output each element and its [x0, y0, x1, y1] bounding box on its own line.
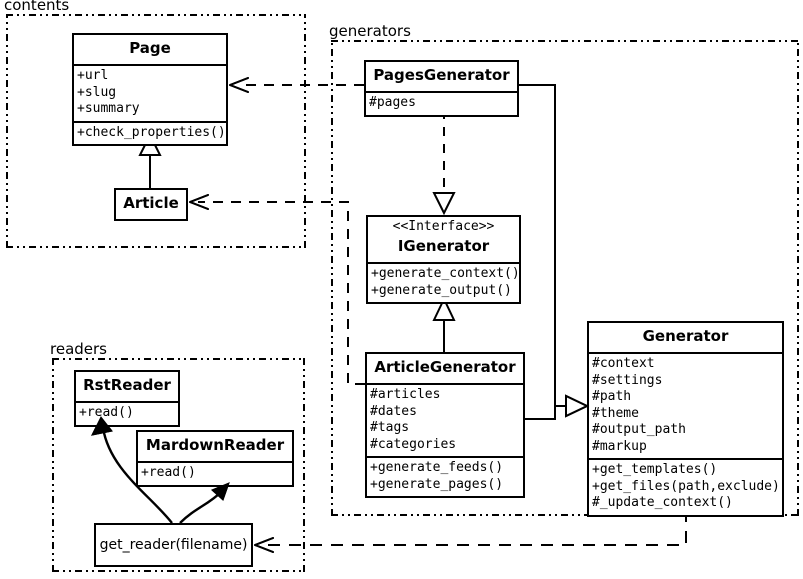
class-attributes-compartment: #articles #dates #tags #categories	[367, 385, 523, 458]
class-operations-compartment: +read()	[138, 463, 292, 485]
class-title-compartment: Generator	[589, 323, 782, 354]
class-attribute: #context	[592, 356, 655, 371]
package-contents-label: contents	[2, 0, 73, 13]
class-title-compartment: <<Interface>> IGenerator	[368, 217, 519, 264]
class-attribute: #settings	[592, 372, 663, 388]
class-name-article: Article	[123, 194, 179, 212]
class-operation: +generate_output()	[371, 282, 512, 298]
class-operations-compartment: +generate_context() +generate_output()	[368, 264, 520, 302]
class-attribute: #markup	[592, 438, 647, 454]
class-name-pages-generator: PagesGenerator	[373, 66, 510, 84]
class-attribute: #categories	[370, 436, 457, 452]
class-attribute: +slug	[77, 84, 117, 100]
class-operations-compartment: +check_properties()	[74, 123, 226, 145]
class-operations-compartment: +generate_feeds() +generate_pages()	[367, 458, 523, 496]
class-name-mardown-reader: MardownReader	[145, 436, 285, 454]
package-readers-label: readers	[48, 341, 110, 357]
class-operations-compartment: +get_templates() +get_files(path,exclude…	[589, 460, 782, 515]
class-name-igenerator: IGenerator	[397, 237, 490, 255]
class-name-article-generator: ArticleGenerator	[374, 358, 516, 376]
class-box-pages-generator[interactable]: PagesGenerator #pages	[364, 60, 519, 117]
class-stereotype-interface: <<Interface>>	[392, 219, 495, 234]
class-attribute: #dates	[370, 403, 417, 419]
class-attributes-compartment: +url +slug +summary	[74, 66, 226, 123]
class-operations-compartment: +read()	[76, 403, 178, 425]
class-title-compartment: RstReader	[76, 372, 178, 403]
class-box-article-generator[interactable]: ArticleGenerator #articles #dates #tags …	[365, 352, 525, 498]
class-box-generator[interactable]: Generator #context #settings #path #them…	[587, 321, 784, 517]
class-operation: +generate_feeds()	[370, 460, 504, 475]
class-operation: #_update_context()	[592, 495, 733, 510]
function-node-label: get_reader(filename)	[99, 537, 248, 553]
class-operation: +check_properties()	[77, 124, 226, 140]
class-box-article[interactable]: Article	[114, 188, 188, 221]
class-box-mardown-reader[interactable]: MardownReader +read()	[136, 430, 294, 487]
package-generators-label: generators	[327, 23, 414, 39]
class-attribute: #theme	[592, 405, 639, 421]
class-attribute: #path	[592, 389, 632, 404]
function-node-get-reader[interactable]: get_reader(filename)	[94, 523, 253, 567]
class-attribute: #output_path	[592, 422, 686, 437]
class-box-rst-reader[interactable]: RstReader +read()	[74, 370, 180, 427]
class-title-compartment: Article	[116, 190, 186, 219]
class-attribute: +url	[77, 68, 109, 83]
class-title-compartment: MardownReader	[138, 432, 292, 463]
class-operation: +get_files(path,exclude)	[592, 478, 780, 494]
class-name-generator: Generator	[642, 327, 729, 345]
class-attributes-compartment: #pages	[366, 93, 517, 115]
class-title-compartment: ArticleGenerator	[367, 354, 523, 385]
class-box-page[interactable]: Page +url +slug +summary +check_properti…	[72, 33, 228, 146]
class-attribute: #articles	[370, 387, 441, 402]
class-attributes-compartment: #context #settings #path #theme #output_…	[589, 354, 782, 460]
class-operation: +read()	[79, 405, 134, 420]
class-operation: +get_templates()	[592, 462, 718, 477]
class-attribute: #tags	[370, 420, 410, 435]
class-operation: +generate_pages()	[370, 476, 504, 492]
class-attribute: +summary	[77, 101, 140, 116]
class-operation: +read()	[141, 465, 196, 480]
class-name-rst-reader: RstReader	[83, 376, 171, 394]
class-title-compartment: Page	[74, 35, 226, 66]
class-name-page: Page	[129, 39, 171, 57]
class-title-compartment: PagesGenerator	[366, 62, 517, 93]
class-attribute: #pages	[369, 95, 416, 110]
class-operation: +generate_context()	[371, 266, 520, 281]
class-box-igenerator[interactable]: <<Interface>> IGenerator +generate_conte…	[366, 215, 521, 304]
